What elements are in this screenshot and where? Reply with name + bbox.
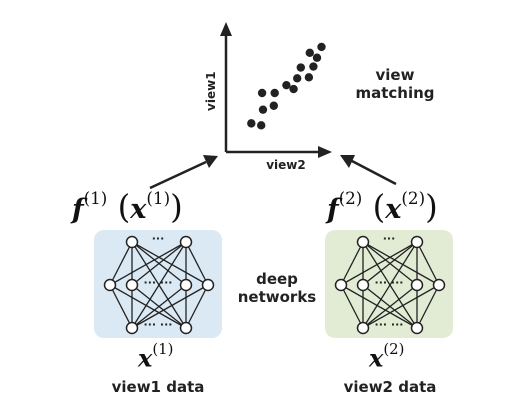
scatter-point	[304, 73, 314, 82]
f2-symbol: f	[327, 194, 339, 226]
network-node	[125, 321, 139, 335]
network-node	[179, 278, 193, 292]
f2-close-paren: )	[425, 188, 438, 227]
y-axis-label: view1	[203, 71, 218, 111]
network-node	[410, 235, 424, 249]
network-2	[334, 235, 446, 335]
network-connection	[131, 241, 187, 286]
arrow-left-head	[203, 155, 218, 168]
network-connection	[131, 284, 187, 329]
network-2-input-symbol: x(2)	[369, 340, 404, 373]
net1-bottom-dots: ··· ···	[143, 318, 173, 331]
scatter-point	[258, 105, 268, 114]
network-connection	[340, 241, 364, 286]
network-connection	[109, 284, 133, 329]
network-connection	[362, 284, 440, 329]
network-node	[410, 321, 424, 335]
arrow-right-line	[351, 159, 397, 186]
network-connection	[109, 241, 133, 286]
network-node	[356, 235, 370, 249]
f1-arg-superscript: (1)	[146, 188, 171, 208]
arrow-left-line	[149, 160, 207, 190]
network-node	[432, 278, 446, 292]
network-connection	[416, 241, 440, 286]
scatter-point	[282, 80, 291, 90]
network-connection	[109, 284, 187, 329]
scatter-point	[269, 101, 278, 110]
network-2-output-formula: f(2) (x(2))	[327, 188, 438, 226]
network-connection	[340, 284, 364, 329]
network-node	[125, 235, 139, 249]
view2-data-label: view2 data	[343, 378, 437, 396]
network-connection	[131, 241, 187, 329]
network-connection	[109, 241, 187, 286]
net1-hidden-dots: ··· ···	[143, 276, 173, 289]
scatter-axes	[220, 22, 332, 158]
network-connection	[340, 241, 418, 286]
x2-symbol: x	[369, 343, 384, 373]
f2-arg-symbol: x	[385, 194, 402, 226]
network-1-output-formula: f(1) (x(1))	[72, 188, 183, 226]
f2-superscript: (2)	[338, 188, 363, 208]
net2-top-dots: ···	[382, 232, 396, 245]
network-connection	[362, 241, 418, 286]
y-axis-arrowhead	[220, 22, 232, 36]
network-node	[103, 278, 117, 292]
f1-close-paren: )	[170, 188, 183, 227]
network-connection	[362, 284, 418, 329]
scatter-point	[270, 88, 279, 98]
scatter-point	[247, 119, 256, 128]
network-connection	[340, 284, 418, 329]
network-node	[356, 321, 370, 335]
network-node	[410, 278, 424, 292]
network-node	[356, 278, 370, 292]
scatter-point	[293, 74, 302, 83]
scatter-point	[317, 42, 326, 52]
f1-symbol: f	[72, 194, 84, 226]
network-node	[125, 278, 139, 292]
network-connection	[131, 284, 209, 329]
network-1	[103, 235, 215, 335]
network-node	[201, 278, 215, 292]
x1-superscript: (1)	[152, 340, 174, 358]
network-connection	[185, 241, 209, 286]
x1-symbol: x	[138, 343, 153, 373]
network-node	[179, 235, 193, 249]
scatter-point	[257, 121, 266, 130]
scatter-point	[312, 53, 322, 62]
input-arrows	[149, 155, 397, 190]
arrow-right-head	[340, 155, 355, 168]
network-connection	[362, 241, 418, 329]
network-connection	[131, 241, 209, 286]
network-node	[334, 278, 348, 292]
network-node	[179, 321, 193, 335]
x2-superscript: (2)	[383, 340, 405, 358]
network-1-input-symbol: x(1)	[138, 340, 173, 373]
net2-bottom-dots: ··· ···	[374, 318, 404, 331]
deep-networks-label: deep networks	[237, 270, 317, 306]
network-connection	[362, 241, 440, 286]
f2-open-paren: (	[362, 188, 386, 227]
x-axis-arrowhead	[318, 146, 332, 158]
scatter-point	[296, 63, 305, 72]
network-connection	[185, 284, 209, 329]
scatter-point	[257, 88, 267, 98]
scatter-point	[309, 62, 318, 71]
f1-arg-symbol: x	[130, 194, 147, 226]
network-connection	[416, 284, 440, 329]
x-axis-label: view2	[266, 158, 306, 172]
net2-hidden-dots: ··· ···	[374, 276, 404, 289]
scatter-point	[305, 48, 314, 58]
net1-top-dots: ···	[151, 232, 165, 245]
scatter-points	[247, 42, 326, 130]
f1-superscript: (1)	[83, 188, 108, 208]
scatter-point	[289, 84, 298, 94]
f1-open-paren: (	[107, 188, 131, 227]
view-matching-label: view matching	[355, 66, 435, 102]
view1-data-label: view1 data	[111, 378, 205, 396]
f2-arg-superscript: (2)	[401, 188, 426, 208]
